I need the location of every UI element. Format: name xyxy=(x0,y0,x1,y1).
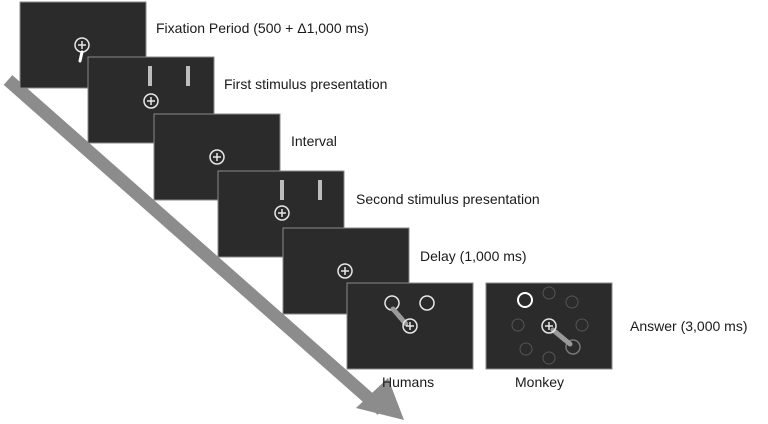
step-label-first-stimulus: First stimulus presentation xyxy=(224,76,388,92)
fixation-cross-circle-icon xyxy=(209,149,225,165)
step-label-answer: Answer (3,000 ms) xyxy=(630,318,748,334)
timeline-arrow xyxy=(3,75,404,420)
stimulus-bar-left xyxy=(280,180,284,200)
fixation-cross-circle-icon xyxy=(541,318,557,334)
fixation-cross-circle-icon xyxy=(402,318,418,334)
stimulus-bar-right xyxy=(318,180,322,200)
target-circle-icon xyxy=(517,292,533,308)
fixation-cross-circle-icon xyxy=(274,205,290,221)
target-circle-icon xyxy=(419,295,435,311)
stimulus-bar-left xyxy=(148,66,152,86)
step-label-delay: Delay (1,000 ms) xyxy=(420,248,527,264)
target-circle-icon xyxy=(575,318,589,332)
target-circle-icon xyxy=(511,318,525,332)
screen-answer-monkey xyxy=(485,282,613,370)
step-label-second-stimulus: Second stimulus presentation xyxy=(356,191,540,207)
hand-cursor-icon xyxy=(78,50,84,63)
target-circle-icon xyxy=(542,351,556,365)
fixation-cross-circle-icon xyxy=(143,93,159,109)
hand-cursor-icon xyxy=(550,327,573,347)
caption-humans: Humans xyxy=(382,374,435,390)
target-circle-icon xyxy=(565,295,579,309)
step-label-interval: Interval xyxy=(291,133,337,149)
target-circle-icon xyxy=(519,342,533,356)
stimulus-bar-right xyxy=(186,66,190,86)
caption-monkey: Monkey xyxy=(515,374,565,390)
screen-answer-humans xyxy=(346,282,474,370)
fixation-cross-circle-icon xyxy=(337,263,353,279)
step-label-fixation: Fixation Period (500 + Δ1,000 ms) xyxy=(156,20,369,36)
screen-interval xyxy=(153,113,281,201)
target-circle-icon xyxy=(542,286,556,300)
target-circle-icon xyxy=(565,339,581,355)
